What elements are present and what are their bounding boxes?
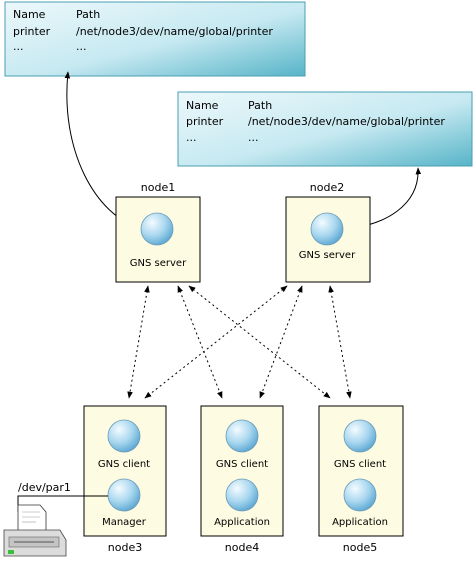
node-label: node5 bbox=[343, 541, 377, 554]
process-sphere-icon bbox=[343, 478, 377, 512]
process-label: Application bbox=[332, 517, 388, 528]
node2: node2 GNS server bbox=[285, 181, 371, 283]
device-path-label: /dev/par1 bbox=[18, 481, 71, 494]
process-label: Application bbox=[214, 517, 270, 528]
table-header-name: Name bbox=[13, 8, 46, 21]
name-table-2: Name Path printer /net/node3/dev/name/gl… bbox=[177, 91, 473, 167]
process-label: GNS client bbox=[98, 459, 150, 470]
process-sphere-icon bbox=[107, 419, 141, 453]
process-label: GNS server bbox=[299, 250, 356, 261]
link-node1-node3 bbox=[127, 285, 150, 399]
process-label: GNS client bbox=[216, 459, 268, 470]
process-label: Manager bbox=[102, 517, 147, 528]
node-label: node3 bbox=[108, 541, 142, 554]
process-label: GNS client bbox=[334, 459, 386, 470]
link-node1-node5 bbox=[188, 285, 331, 399]
node1: node1 GNS server bbox=[115, 181, 201, 283]
process-sphere-icon bbox=[310, 212, 344, 246]
node-label: node4 bbox=[225, 541, 259, 554]
table-cell-path: ... bbox=[248, 131, 259, 144]
node-label: node2 bbox=[310, 181, 344, 194]
name-table-1: Name Path printer /net/node3/dev/name/gl… bbox=[4, 1, 306, 77]
table-cell-name: printer bbox=[13, 25, 51, 38]
process-sphere-icon bbox=[107, 478, 141, 512]
link-node2-node5 bbox=[328, 285, 352, 399]
table-header-name: Name bbox=[186, 99, 219, 112]
table-cell-name: printer bbox=[186, 115, 224, 128]
printer-icon bbox=[3, 504, 67, 557]
node5: GNS client Application node5 bbox=[318, 405, 404, 554]
table-cell-name: ... bbox=[13, 40, 24, 53]
client-server-links bbox=[127, 285, 352, 399]
link-node2-node3 bbox=[144, 285, 288, 399]
process-sphere-icon bbox=[343, 419, 377, 453]
table-cell-name: ... bbox=[186, 131, 197, 144]
table-cell-path: ... bbox=[76, 40, 87, 53]
node-label: node1 bbox=[141, 181, 175, 194]
process-sphere-icon bbox=[225, 478, 259, 512]
node4: GNS client Application node4 bbox=[200, 405, 284, 554]
process-sphere-icon bbox=[225, 419, 259, 453]
process-label: GNS server bbox=[130, 258, 187, 269]
node3: GNS client Manager node3 bbox=[83, 405, 167, 554]
table-header-path: Path bbox=[248, 99, 272, 112]
table-cell-path: /net/node3/dev/name/global/printer bbox=[76, 25, 273, 38]
table-cell-path: /net/node3/dev/name/global/printer bbox=[248, 115, 445, 128]
table-header-path: Path bbox=[76, 8, 100, 21]
process-sphere-icon bbox=[140, 212, 174, 246]
